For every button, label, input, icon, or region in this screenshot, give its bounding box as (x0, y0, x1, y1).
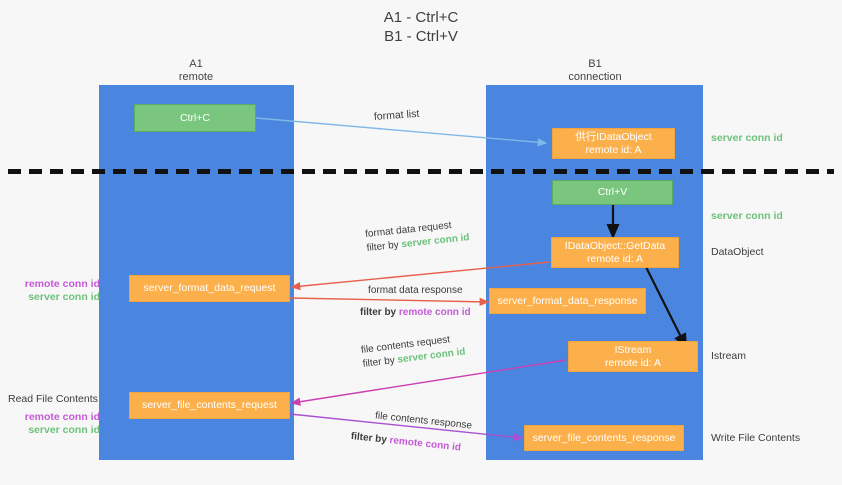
annotation-file-contents-response-line2: filter by remote conn id (350, 430, 470, 456)
box-ctrl-v-label: Ctrl+V (597, 186, 628, 198)
left-remote-conn-id-1: remote conn id (24, 278, 100, 290)
box-ctrl-c-label: Ctrl+C (179, 111, 211, 124)
lane-b1-name: B1 (588, 58, 602, 70)
title-line-2: B1 - Ctrl+V (384, 28, 458, 45)
box-server-format-data-response[interactable]: server_format_data_response (489, 288, 646, 314)
lane-header-a1: A1 remote (116, 58, 276, 84)
lane-header-b1: B1 connection (515, 58, 675, 84)
lane-b1-sub: connection (568, 71, 622, 83)
lane-a1-name: A1 (189, 58, 203, 70)
left-conn-id-group-file: remote conn id server conn id (8, 411, 100, 437)
right-label-istream: Istream (711, 350, 747, 362)
left-conn-id-group-format: remote conn id server conn id (8, 278, 100, 304)
left-server-conn-id-1: server conn id (28, 291, 100, 303)
annotation-format-data-response-line2: filter by remote conn id (360, 306, 471, 320)
remote-conn-id-label-2: remote conn id (388, 435, 462, 454)
box-server-file-contents-response[interactable]: server_file_contents_response (524, 425, 684, 451)
box-idataobject-getdata[interactable]: IDataObject::GetData remote id: A (551, 237, 679, 268)
annotation-file-contents-response: file contents response filter by remote … (350, 407, 472, 456)
label-read-file-contents: Read File Contents (8, 393, 98, 405)
box-ctrl-v[interactable]: Ctrl+V (552, 180, 673, 205)
box-istream[interactable]: IStream remote id: A (568, 341, 698, 372)
box-idataobject-title: 供行IDataObject (575, 130, 652, 143)
filter-by-label-2: filter by (360, 307, 397, 318)
annotation-format-data-response-line1: format data response (368, 285, 463, 296)
left-server-conn-id-2: server conn id (28, 424, 100, 436)
box-getdata-title: IDataObject::GetData (564, 239, 666, 252)
box-server-file-contents-request[interactable]: server_file_contents_request (129, 392, 290, 419)
box-getdata-sub: remote id: A (586, 252, 644, 265)
filter-by-label-4: filter by (350, 430, 388, 446)
right-label-write-file-contents: Write File Contents (711, 432, 801, 444)
annotation-file-contents-request: file contents request filter by server c… (360, 332, 466, 372)
box-server-format-data-request[interactable]: server_format_data_request (129, 275, 290, 302)
box-idataobject[interactable]: 供行IDataObject remote id: A (552, 128, 675, 159)
box-server-file-contents-response-label: server_file_contents_response (532, 431, 676, 444)
box-idataobject-sub: remote id: A (585, 143, 642, 156)
annotation-format-data-response: format data response filter by remote co… (360, 284, 471, 320)
right-label-dataobject: DataObject (711, 246, 764, 258)
box-server-format-data-request-label: server_format_data_request (143, 282, 276, 294)
phase-separator (8, 169, 834, 174)
annotation-format-data-request: format data request filter by server con… (365, 217, 471, 256)
box-istream-sub: remote id: A (604, 356, 662, 369)
filter-by-label-1: filter by (366, 239, 400, 254)
right-server-conn-id-top: server conn id (711, 132, 783, 144)
lane-a1-sub: remote (178, 71, 214, 83)
remote-conn-id-label-1: remote conn id (398, 307, 471, 318)
annotation-file-contents-response-line1: file contents response (374, 410, 473, 432)
right-server-conn-id-mid: server conn id (711, 210, 783, 222)
annotation-format-list: format list (374, 108, 420, 125)
left-remote-conn-id-2: remote conn id (24, 411, 100, 423)
box-ctrl-c[interactable]: Ctrl+C (134, 104, 256, 132)
title-line-1: A1 - Ctrl+C (383, 9, 459, 26)
annotation-format-list-label: format list (373, 107, 420, 123)
box-server-file-contents-request-label: server_file_contents_request (142, 399, 277, 411)
box-istream-title: IStream (614, 343, 652, 356)
filter-by-label-3: filter by (362, 355, 396, 370)
page-title: A1 - Ctrl+C B1 - Ctrl+V (0, 8, 842, 46)
box-server-format-data-response-label: server_format_data_response (497, 294, 638, 307)
